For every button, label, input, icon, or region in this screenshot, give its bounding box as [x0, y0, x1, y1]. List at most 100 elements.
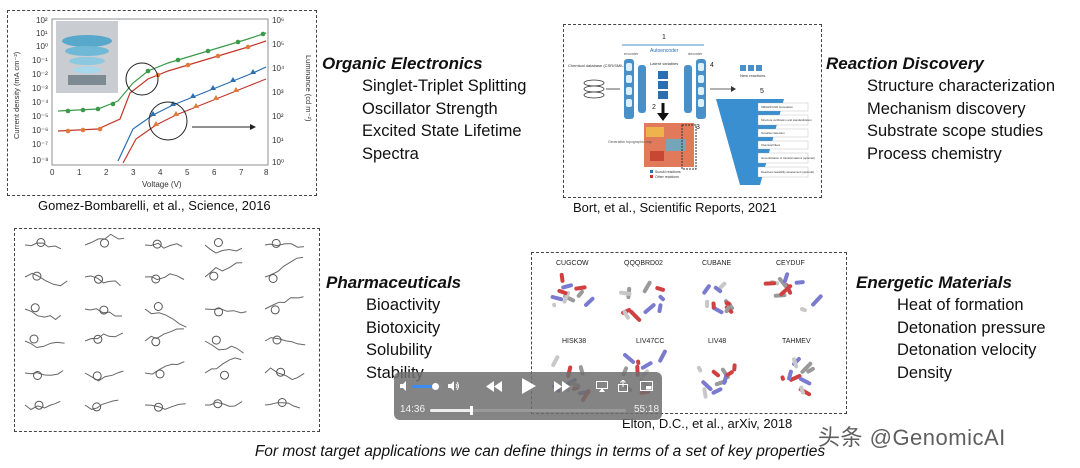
pharma-heading: Pharmaceuticals — [326, 273, 462, 292]
time-elapsed: 14:36 — [400, 404, 426, 415]
molecule-structure — [144, 302, 187, 328]
molecule-name: CUGCOW — [556, 260, 589, 267]
x-tick: 8 — [264, 168, 269, 177]
volume-slider[interactable] — [412, 385, 442, 388]
organic-heading: Organic Electronics — [322, 54, 483, 73]
molecule-structure — [264, 256, 304, 283]
step-number: 4 — [710, 62, 714, 69]
molecule-structure — [144, 328, 184, 347]
molecule-name: CUBANE — [702, 260, 732, 267]
y-tick-left: 10² — [36, 16, 48, 25]
x-tick: 3 — [131, 168, 136, 177]
funnel-step: Chemical filters — [761, 143, 781, 147]
share-icon[interactable] — [618, 380, 628, 392]
play-icon[interactable] — [522, 378, 536, 394]
molecule-structure — [204, 307, 247, 317]
x-tick: 6 — [212, 168, 217, 177]
mute-icon[interactable] — [400, 381, 410, 391]
molecule-name: HISK38 — [562, 338, 586, 345]
molecule-structure — [264, 335, 306, 346]
rewind-icon[interactable] — [486, 381, 502, 392]
molecule-structure — [205, 399, 243, 409]
x-tick: 1 — [77, 168, 82, 177]
molecule-structure — [204, 262, 243, 281]
reaction-citation: Bort, et al., Scientific Reports, 2021 — [573, 200, 777, 215]
organic-properties-list: Singlet-Triplet Splitting Oscillator Str… — [362, 75, 526, 165]
energetic-molecules-figure: CUGCOW QQQBRD02 CUBANE CEYDUF HISK38 LIV… — [550, 260, 823, 402]
molecule-structure — [84, 233, 124, 248]
current-luminance-plot: 0 1 2 3 4 5 6 7 8 Voltage (V) 10² 10¹ 10… — [12, 16, 313, 189]
pharma-properties-list: Bioactivity Biotoxicity Solubility Stabi… — [366, 294, 440, 384]
list-item: Biotoxicity — [366, 318, 441, 337]
molecule-structure — [264, 238, 305, 248]
seek-knob[interactable] — [470, 406, 474, 415]
y-tick-left: 10⁻¹ — [32, 56, 48, 65]
funnel-step: SMILES/CGR Generation — [761, 105, 793, 109]
molecule-structure — [144, 273, 185, 284]
funnel-step: Reactions feasibility assessment (option… — [761, 170, 814, 174]
y-tick-right: 10⁴ — [272, 64, 285, 73]
molecule-structure — [144, 239, 183, 249]
seek-progress — [430, 409, 472, 412]
list-item: Process chemistry — [867, 144, 1002, 163]
x-tick: 5 — [185, 168, 190, 177]
molecule-structure — [24, 334, 65, 349]
molecule-structure — [204, 357, 242, 380]
molecule-name: LIV47CC — [636, 338, 664, 345]
list-item: Oscillator Strength — [362, 99, 498, 118]
y-tick-left: 10⁻⁶ — [32, 126, 48, 135]
energetic-properties-list: Heat of formation Detonation pressure De… — [897, 294, 1046, 384]
y-tick-right: 10⁰ — [272, 158, 284, 167]
y-axis-label-left: Current density (mA cm⁻²) — [12, 51, 21, 139]
list-item: Spectra — [362, 144, 419, 163]
new-reactions-label: New reactions — [740, 73, 765, 78]
molecule-structure — [204, 238, 243, 254]
molecule-model — [702, 281, 735, 315]
time-remaining: 55:18 — [634, 404, 660, 415]
funnel-step: Generalization of transformations (optio… — [761, 156, 815, 160]
molecule-model — [696, 363, 737, 399]
molecule-name: QQQBRD02 — [624, 260, 663, 267]
step-number: 5 — [760, 88, 764, 95]
molecule-name: CEYDUF — [776, 260, 805, 267]
legend-other: Other reactions — [655, 175, 679, 179]
molecule-structure — [84, 305, 122, 317]
list-item: Heat of formation — [897, 296, 1024, 314]
footer-statement: For most target applications we can defi… — [254, 443, 826, 460]
reaction-workflow-diagram: 1 2 3 4 5 Autoencoder encoder decoder La… — [568, 34, 815, 185]
video-player-controls[interactable]: 14:36 55:18 — [394, 372, 662, 420]
energetic-citation: Elton, D.C., et al., arXiv, 2018 — [622, 416, 793, 431]
list-item: Excited State Lifetime — [362, 122, 522, 140]
reaction-heading: Reaction Discovery — [826, 54, 984, 73]
list-item: Mechanism discovery — [867, 99, 1026, 118]
watermark: 头条 @GenomicAI — [818, 425, 1006, 450]
list-item: Bioactivity — [366, 296, 441, 314]
y-tick-right: 10⁶ — [272, 16, 284, 25]
list-item: Structure characterization — [867, 77, 1056, 95]
molecule-structure — [24, 238, 62, 250]
list-item: Substrate scope studies — [867, 122, 1044, 140]
list-item: Density — [897, 363, 953, 382]
y-tick-left: 10⁰ — [36, 42, 48, 51]
picture-in-picture-icon[interactable] — [640, 381, 653, 391]
airplay-icon[interactable] — [596, 381, 608, 392]
x-tick: 4 — [158, 168, 163, 177]
volume-knob[interactable] — [431, 383, 439, 390]
seek-bar[interactable] — [430, 409, 626, 412]
molecule-structure — [24, 271, 68, 287]
y-tick-left: 10⁻⁸ — [32, 156, 49, 165]
fast-forward-icon[interactable] — [554, 381, 570, 392]
step-number: 1 — [662, 34, 666, 41]
molecule-name: LIV48 — [708, 338, 726, 345]
list-item: Detonation velocity — [897, 341, 1037, 359]
volume-up-icon[interactable] — [448, 381, 460, 391]
molecule-structure — [24, 400, 61, 411]
map-label: Generative topographic map — [608, 140, 652, 144]
x-axis-label: Voltage (V) — [142, 180, 182, 189]
funnel-step: Structure verification and standardizati… — [761, 118, 812, 122]
molecule-structure — [24, 370, 64, 380]
energetic-heading: Energetic Materials — [856, 273, 1012, 292]
y-tick-right: 10³ — [272, 88, 284, 97]
molecule-structure — [144, 402, 186, 412]
molecule-structure — [84, 274, 121, 287]
